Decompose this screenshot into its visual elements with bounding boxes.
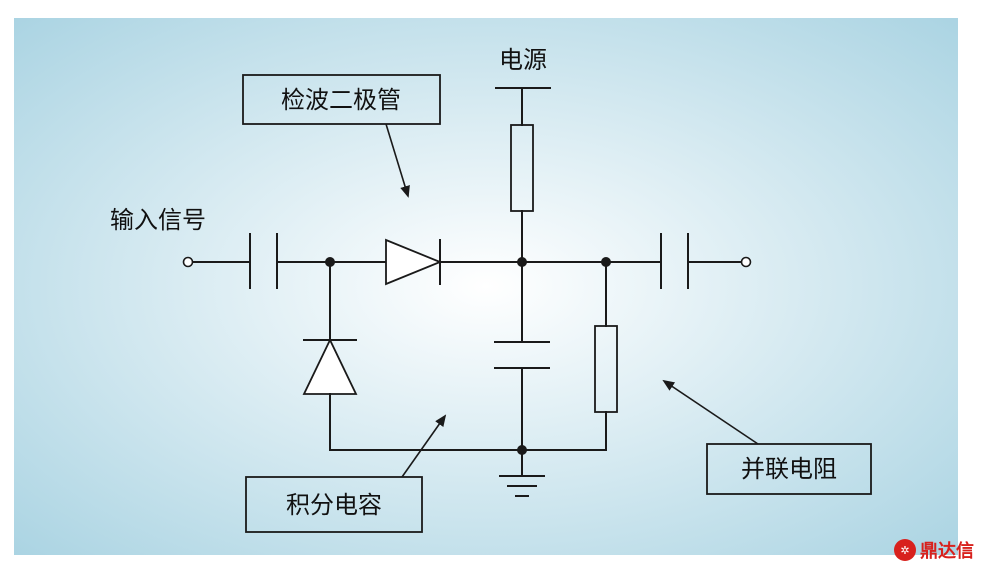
- integrating-capacitor-callout-box: [245, 476, 423, 533]
- output-terminal: [687, 256, 752, 268]
- input-terminal: [182, 256, 251, 268]
- diagram-background: [14, 18, 958, 555]
- input-signal-label: 输入信号: [110, 206, 206, 234]
- integrating-capacitor-label: 积分电容: [286, 491, 382, 519]
- detector-diode-arrow: [385, 123, 410, 198]
- parallel-resistor-callout-box: [706, 443, 872, 495]
- circuit-diagram: 电源 输入信号 检波二极管 积分电容 并联电阻: [14, 18, 958, 555]
- detector-diode-callout-box: [242, 74, 441, 125]
- integrating-capacitor-arrow: [401, 414, 447, 478]
- detector-diode-label: 检波二极管: [281, 86, 401, 114]
- parallel-resistor-label: 并联电阻: [741, 455, 837, 483]
- brand-watermark: ✲ 鼎达信: [894, 537, 974, 563]
- parallel-resistor-arrow: [662, 379, 759, 445]
- power-supply-rail: [495, 87, 551, 126]
- power-label: 电源: [499, 46, 547, 74]
- ground-icon: [499, 449, 545, 497]
- brand-name: 鼎达信: [920, 541, 974, 562]
- brand-logo-icon: ✲: [894, 539, 916, 561]
